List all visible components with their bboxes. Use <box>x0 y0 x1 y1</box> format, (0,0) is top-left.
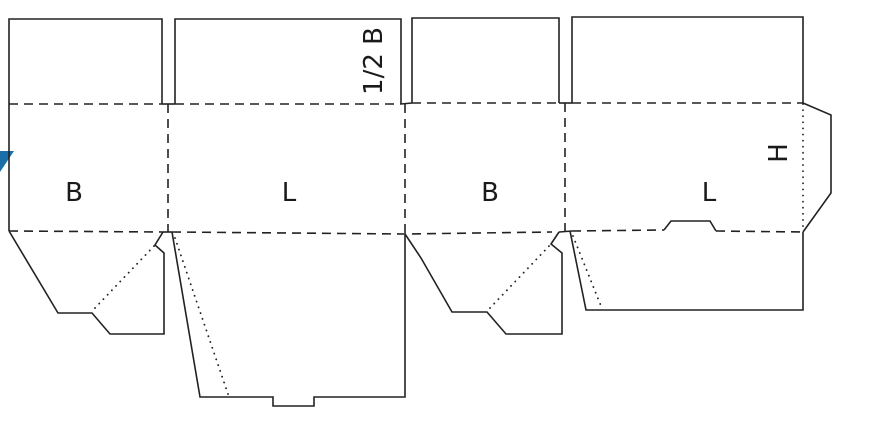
bottom-flap-4-perforation <box>572 235 602 307</box>
bottom-flap-1 <box>8 230 165 335</box>
bottom-fold-line <box>8 230 164 233</box>
labels: B L B L 1/2 B H <box>65 27 794 208</box>
bottom-flap-3 <box>404 231 563 335</box>
bottom-fold-line-3 <box>571 229 665 232</box>
bottom-flap-1-perforation <box>94 244 156 309</box>
top-flap-1 <box>8 18 163 104</box>
bottom-flap-2 <box>171 231 406 407</box>
slot-3-bottom-edge <box>558 230 573 233</box>
bottom-tab-bump <box>663 220 717 232</box>
top-flaps <box>8 16 804 105</box>
bottom-flap-2-perforation <box>174 237 229 395</box>
panel-label-2: L <box>282 178 297 208</box>
panel-label-4: L <box>702 178 717 208</box>
bottom-flaps <box>8 230 804 407</box>
panel-label-3: B <box>481 178 499 208</box>
bottom-flap-4 <box>569 230 804 311</box>
slot-2-bottom <box>400 102 413 105</box>
top-flap-3 <box>411 17 560 103</box>
bottom-flap-3-perforation <box>489 243 552 309</box>
bottom-fold-line-2 <box>171 231 553 235</box>
panel-label-1: B <box>65 178 83 208</box>
blue-marker-triangle <box>0 151 14 172</box>
top-flap-dimension-label: 1/2 B <box>359 27 389 95</box>
bottom-fold-line-4 <box>715 230 804 233</box>
top-flap-4 <box>571 16 804 103</box>
glue-flap <box>802 102 832 233</box>
glue-flap-outline <box>802 102 832 233</box>
main-body <box>8 102 804 235</box>
top-flap-2 <box>174 18 402 104</box>
height-dimension-label: H <box>764 143 794 163</box>
